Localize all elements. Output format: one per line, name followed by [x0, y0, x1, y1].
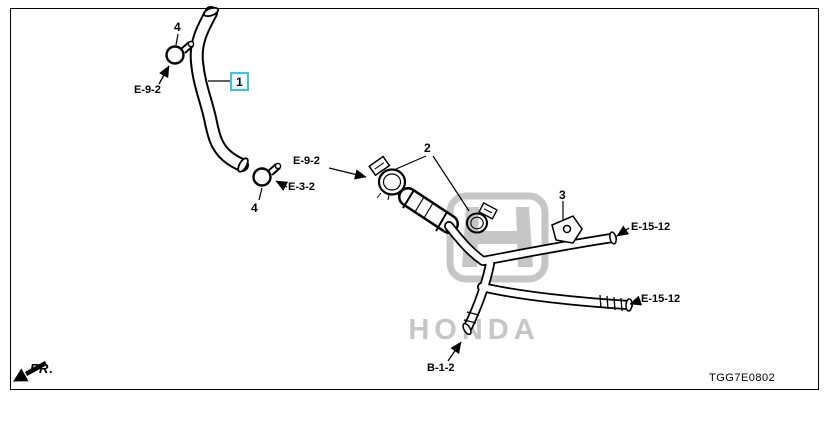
callout-part-2[interactable]: 2	[424, 141, 431, 155]
hose-clamp-small	[466, 201, 498, 234]
ref-e-15-12-upper[interactable]: E-15-12	[631, 221, 671, 233]
wire-clamp-mid	[252, 162, 282, 187]
pipe-bracket	[551, 215, 583, 244]
callout-part-4-top[interactable]: 4	[174, 20, 181, 34]
callout-part-3[interactable]: 3	[559, 188, 566, 202]
callout-part-4-mid[interactable]: 4	[251, 201, 258, 215]
ref-e-9-2-mid[interactable]: E-9-2	[293, 155, 320, 167]
diagram-code: TGG7E0802	[709, 372, 776, 384]
hose-clamp-large	[368, 155, 407, 201]
breather-hose	[189, 6, 249, 173]
callout-part-1-selected[interactable]: 1	[230, 72, 249, 91]
ref-e-3-2[interactable]: E-3-2	[288, 181, 315, 193]
ref-b-1-2[interactable]: B-1-2	[427, 362, 455, 374]
fr-label: FR.	[30, 361, 54, 376]
leader-lines	[175, 33, 564, 220]
ref-e-15-12-lower[interactable]: E-15-12	[641, 293, 681, 305]
reference-arrows	[158, 65, 643, 362]
wire-clamp-top	[165, 40, 195, 65]
fr-direction-arrow	[13, 361, 48, 382]
breather-pipe-assembly	[444, 221, 633, 336]
connector-tube	[398, 187, 459, 234]
ref-e-9-2-top[interactable]: E-9-2	[134, 84, 161, 96]
